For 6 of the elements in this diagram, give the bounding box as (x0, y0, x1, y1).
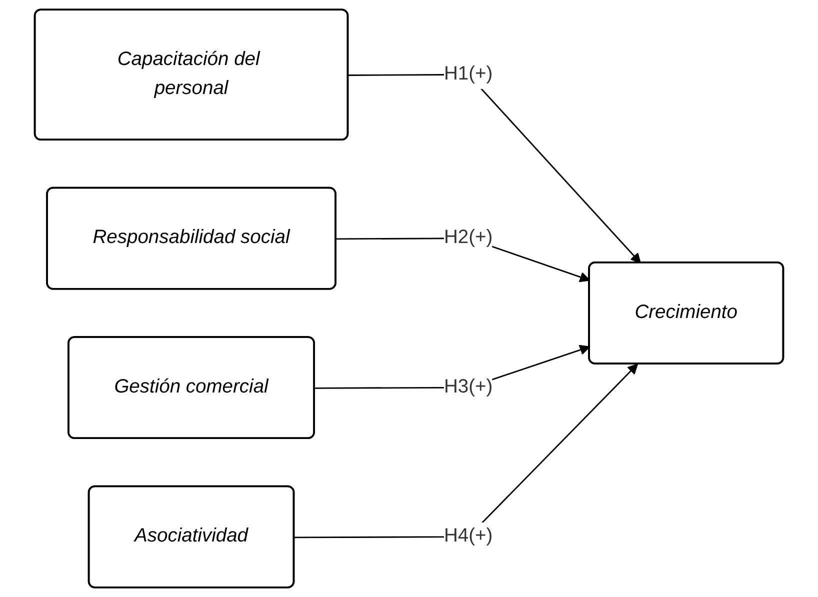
edge-label: H4(+) (444, 526, 493, 546)
edge-label: H2(+) (444, 227, 493, 248)
arrow (294, 364, 638, 538)
edge-label: H1(+) (444, 64, 493, 84)
arrow (348, 74, 641, 264)
edge-label: H3(+) (444, 376, 493, 398)
